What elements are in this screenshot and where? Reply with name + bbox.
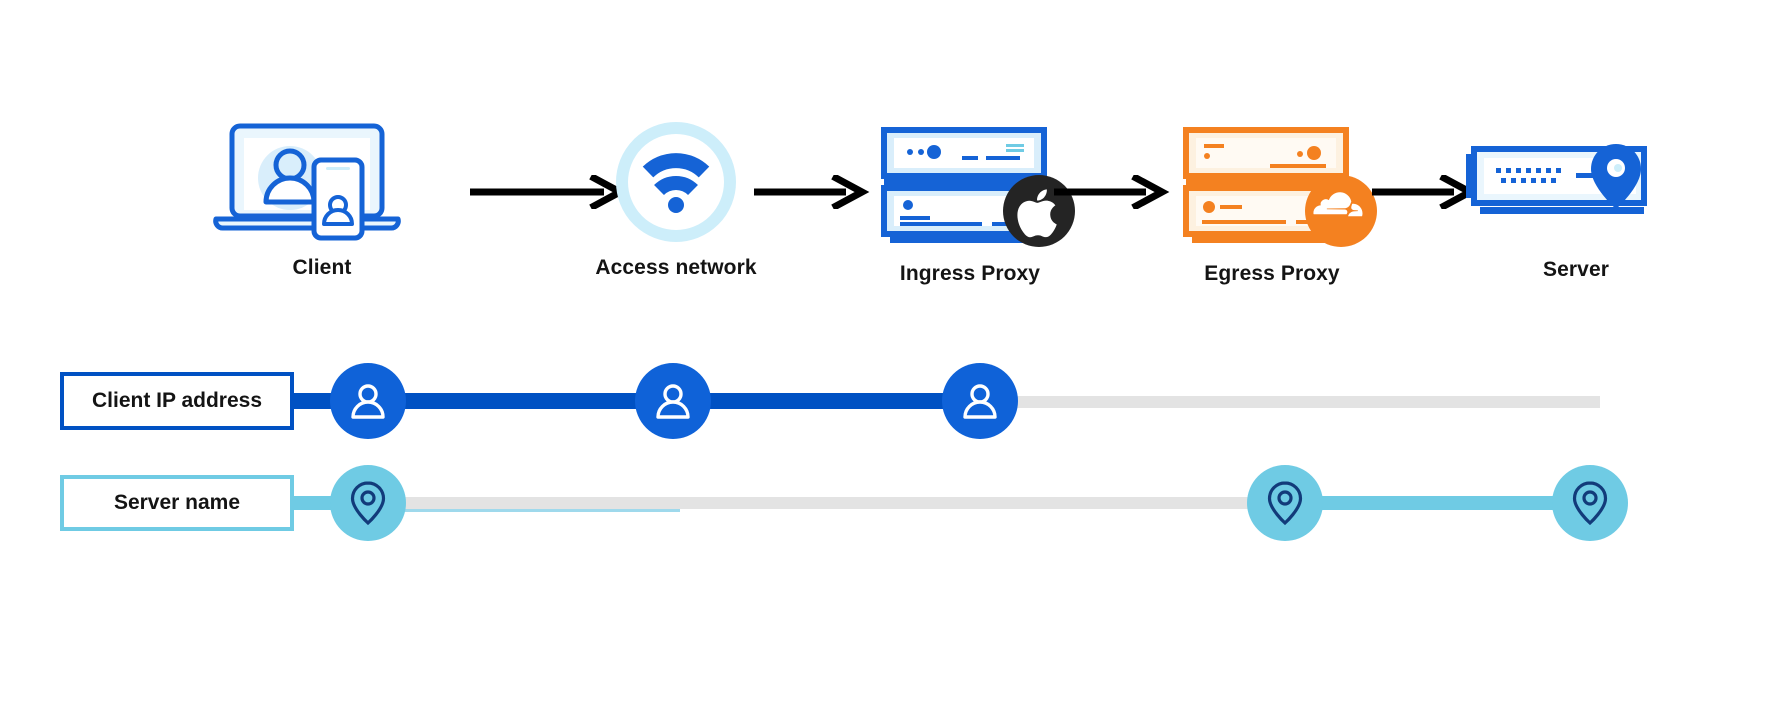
cloudflare-logo-badge	[1305, 175, 1377, 247]
server-stack-blue-icon	[850, 122, 1090, 252]
server-name-label-text: Server name	[113, 491, 241, 514]
server-name-track-hairline	[395, 509, 680, 512]
node-client[interactable]: Client	[202, 120, 442, 280]
server-name-marker-client[interactable]	[330, 465, 406, 541]
location-pin-icon	[1572, 481, 1608, 526]
arrow-access-to-ingress	[752, 173, 870, 211]
server-name-track-available-segment-right	[1270, 496, 1590, 510]
server-name-marker-server[interactable]	[1552, 465, 1628, 541]
node-label-ingress-proxy: Ingress Proxy	[899, 262, 1041, 285]
location-pin-icon	[350, 481, 386, 526]
person-icon	[963, 384, 997, 419]
client-ip-marker-client[interactable]	[330, 363, 406, 439]
client-ip-address-label-text: Client IP address	[91, 389, 262, 412]
arrow-ingress-to-egress	[1052, 173, 1170, 211]
wifi-circle-icon	[556, 120, 796, 250]
node-ingress-proxy[interactable]: Ingress Proxy	[850, 122, 1090, 286]
client-ip-marker-access-network[interactable]	[635, 363, 711, 439]
node-server[interactable]: Server	[1456, 122, 1696, 282]
server-name-marker-egress-proxy[interactable]	[1247, 465, 1323, 541]
node-label-client: Client	[292, 256, 352, 279]
location-pin-icon	[1267, 481, 1303, 526]
node-label-egress-proxy: Egress Proxy	[1204, 262, 1340, 285]
person-icon	[656, 384, 690, 419]
client-ip-marker-ingress-proxy[interactable]	[942, 363, 1018, 439]
server-stack-orange-icon	[1152, 122, 1392, 252]
server-pin-icon	[1456, 122, 1696, 252]
node-label-access-network: Access network	[595, 256, 757, 279]
person-icon	[351, 384, 385, 419]
client-ip-address-label-box[interactable]: Client IP address	[60, 372, 294, 430]
node-access-network[interactable]: Access network	[556, 120, 796, 280]
server-name-track-unavailable-segment	[395, 497, 1295, 509]
laptop-phone-user-icon	[202, 120, 442, 250]
node-label-server: Server	[1543, 258, 1609, 281]
node-egress-proxy[interactable]: Egress Proxy	[1152, 122, 1392, 286]
server-name-label-box[interactable]: Server name	[60, 475, 294, 531]
